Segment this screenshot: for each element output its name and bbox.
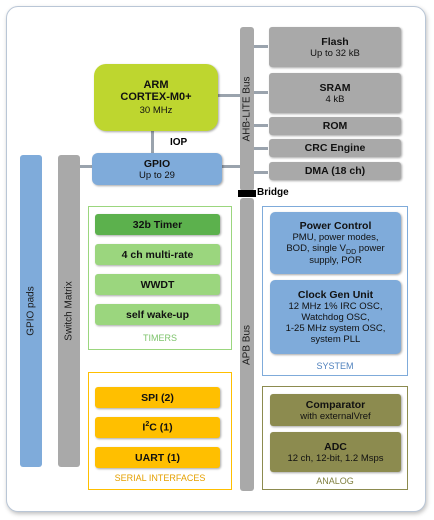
power-control-line1: PMU, power modes, — [292, 231, 379, 243]
uart-block: UART (1) — [95, 447, 220, 468]
power-control-line2: BOD, single VDD power — [286, 242, 385, 256]
timers-group — [88, 206, 232, 350]
timer-32b-block: 32b Timer — [95, 214, 220, 235]
spi-block: SPI (2) — [95, 387, 220, 408]
comparator-block: Comparator with externalVref — [270, 394, 401, 426]
sram-size: 4 kB — [325, 93, 345, 105]
dma-label: DMA (18 ch) — [304, 165, 366, 177]
system-label: SYSTEM — [316, 361, 354, 371]
gpio-block: GPIO Up to 29 — [92, 153, 222, 185]
system-group — [262, 206, 408, 376]
gpio-pads-bar: GPIO pads — [20, 155, 42, 467]
adc-title: ADC — [324, 440, 347, 453]
i2c-block: I2C (1) — [95, 417, 220, 438]
analog-label: ANALOG — [316, 476, 354, 486]
rom-label: ROM — [322, 120, 348, 132]
comparator-title: Comparator — [305, 398, 366, 411]
i2c-label: I2C (1) — [142, 421, 173, 434]
adc-block: ADC 12 ch, 12-bit, 1.2 Msps — [270, 432, 401, 472]
comparator-subtitle: with externalVref — [300, 410, 371, 422]
serial-interfaces-label: SERIAL INTERFACES — [114, 473, 206, 483]
uart-label: UART (1) — [135, 451, 180, 464]
wwdt-label: WWDT — [140, 278, 175, 291]
power-control-block: Power Control PMU, power modes, BOD, sin… — [270, 212, 401, 274]
bus-connector-rom — [254, 124, 268, 127]
gpio-subtitle: Up to 29 — [139, 169, 175, 181]
sram-title: SRAM — [319, 81, 351, 94]
gpio-to-bus-line — [222, 165, 240, 168]
timer-32b-label: 32b Timer — [132, 218, 183, 231]
apb-bus-label: APB Bus — [241, 324, 253, 365]
crc-engine-label: CRC Engine — [304, 142, 366, 154]
bus-connector-flash — [254, 45, 268, 48]
core-frequency: 30 MHz — [139, 105, 173, 116]
sram-block: SRAM 4 kB — [269, 73, 401, 113]
crc-engine-block: CRC Engine — [269, 139, 401, 157]
apb-bus: APB Bus — [240, 198, 254, 491]
bridge-block — [238, 190, 256, 197]
power-control-line3: supply, POR — [309, 255, 362, 267]
switch-matrix-label: Switch Matrix — [63, 281, 75, 341]
analog-group — [262, 386, 408, 490]
arm-core-block: ARM CORTEX-M0+ 30 MHz — [94, 64, 218, 131]
wwdt-block: WWDT — [95, 274, 220, 295]
rom-block: ROM — [269, 117, 401, 135]
clock-gen-line2: Watchdog OSC, — [301, 312, 370, 323]
core-name: CORTEX-M0+ — [120, 91, 192, 103]
bus-connector-dma — [254, 171, 268, 174]
core-title: ARM — [143, 79, 169, 91]
clock-gen-block: Clock Gen Unit 12 MHz 1% IRC OSC, Watchd… — [270, 280, 401, 354]
clock-gen-line3: 1-25 MHz system OSC, — [285, 323, 386, 334]
spi-label: SPI (2) — [141, 391, 174, 404]
switch-matrix-bar: Switch Matrix — [58, 155, 80, 467]
flash-title: Flash — [321, 35, 349, 48]
timers-label: TIMERS — [142, 333, 177, 343]
ahb-lite-bus-label: AHB-LITE Bus — [241, 76, 253, 142]
core-to-gpio-line — [151, 131, 154, 155]
gpio-title: GPIO — [143, 157, 171, 170]
flash-size: Up to 32 kB — [310, 47, 360, 59]
clock-gen-line1: 12 MHz 1% IRC OSC, — [288, 301, 383, 312]
power-control-title: Power Control — [299, 219, 372, 232]
switch-to-gpio-line — [80, 165, 92, 168]
self-wakeup-label: self wake-up — [125, 308, 190, 321]
clock-gen-title: Clock Gen Unit — [297, 289, 374, 301]
timer-multirate-label: 4 ch multi-rate — [121, 248, 194, 261]
flash-block: Flash Up to 32 kB — [269, 27, 401, 67]
bus-connector-sram — [254, 91, 268, 94]
serial-interfaces-group — [88, 372, 232, 490]
self-wakeup-block: self wake-up — [95, 304, 220, 325]
bus-connector-crc — [254, 147, 268, 150]
clock-gen-line4: system PLL — [310, 334, 361, 345]
ahb-lite-bus: AHB-LITE Bus — [240, 27, 254, 191]
core-to-bus-line — [218, 94, 240, 97]
iop-label: IOP — [170, 137, 188, 148]
dma-block: DMA (18 ch) — [269, 162, 401, 180]
gpio-pads-label: GPIO pads — [25, 286, 37, 336]
bridge-label: Bridge — [257, 187, 289, 198]
adc-subtitle: 12 ch, 12-bit, 1.2 Msps — [287, 452, 384, 464]
timer-multirate-block: 4 ch multi-rate — [95, 244, 220, 265]
